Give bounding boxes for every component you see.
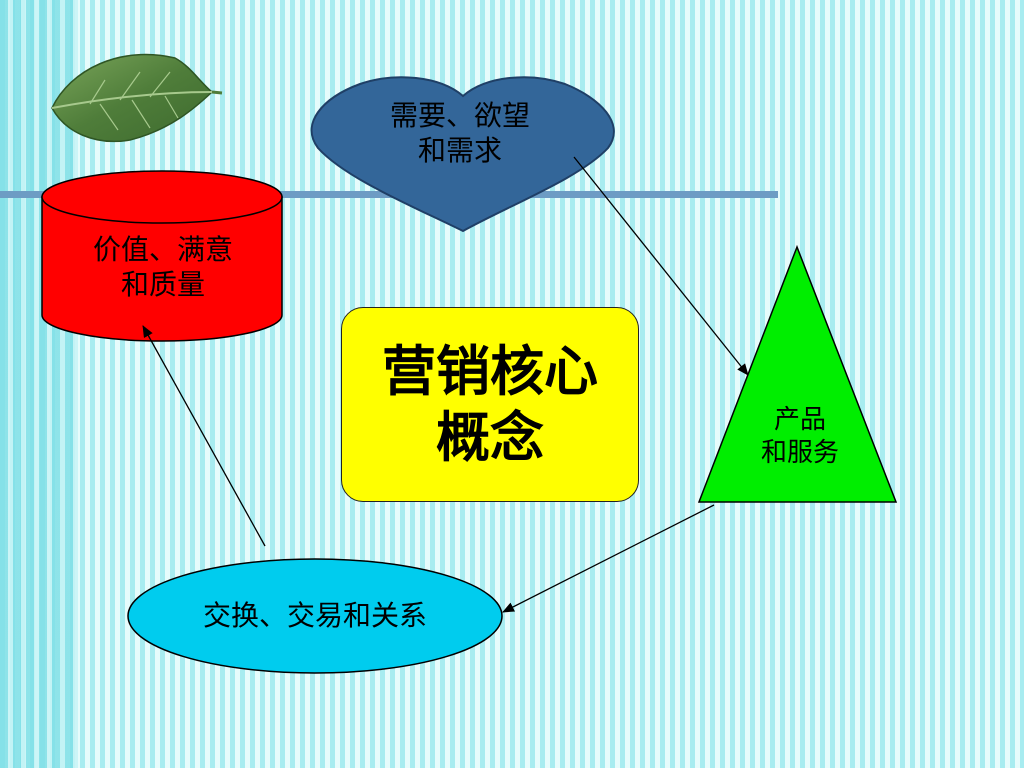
arrow-triangle-to-ellipse bbox=[502, 504, 715, 613]
cylinder-shape bbox=[41, 170, 283, 342]
arrow-ellipse-to-cylinder bbox=[142, 325, 266, 547]
center-label-line1: 营销核心 bbox=[382, 338, 598, 403]
heart-shape bbox=[310, 76, 615, 233]
cylinder-label-line2: 和质量 bbox=[120, 268, 205, 301]
triangle-label-line2: 和服务 bbox=[760, 437, 839, 468]
ellipse-shape bbox=[127, 558, 503, 674]
heart-label: 需要、欲望 和需求 bbox=[330, 98, 590, 168]
cylinder-label: 价值、满意 和质量 bbox=[44, 232, 282, 302]
leaf-icon bbox=[51, 53, 223, 143]
center-concept-box: 营销核心 概念 bbox=[341, 307, 639, 502]
ellipse-label: 交换、交易和关系 bbox=[202, 599, 427, 632]
triangle-label-line1: 产品 bbox=[773, 405, 826, 435]
triangle-label: 产品 和服务 bbox=[720, 404, 880, 469]
center-label: 营销核心 概念 bbox=[382, 339, 598, 471]
left-stripe-band bbox=[0, 0, 78, 768]
cylinder-label-line1: 价值、满意 bbox=[92, 233, 233, 266]
heart-label-line2: 和需求 bbox=[417, 134, 502, 167]
center-label-line2: 概念 bbox=[436, 404, 544, 469]
arrow-heart-to-triangle bbox=[573, 156, 749, 376]
heart-label-line1: 需要、欲望 bbox=[389, 99, 530, 132]
